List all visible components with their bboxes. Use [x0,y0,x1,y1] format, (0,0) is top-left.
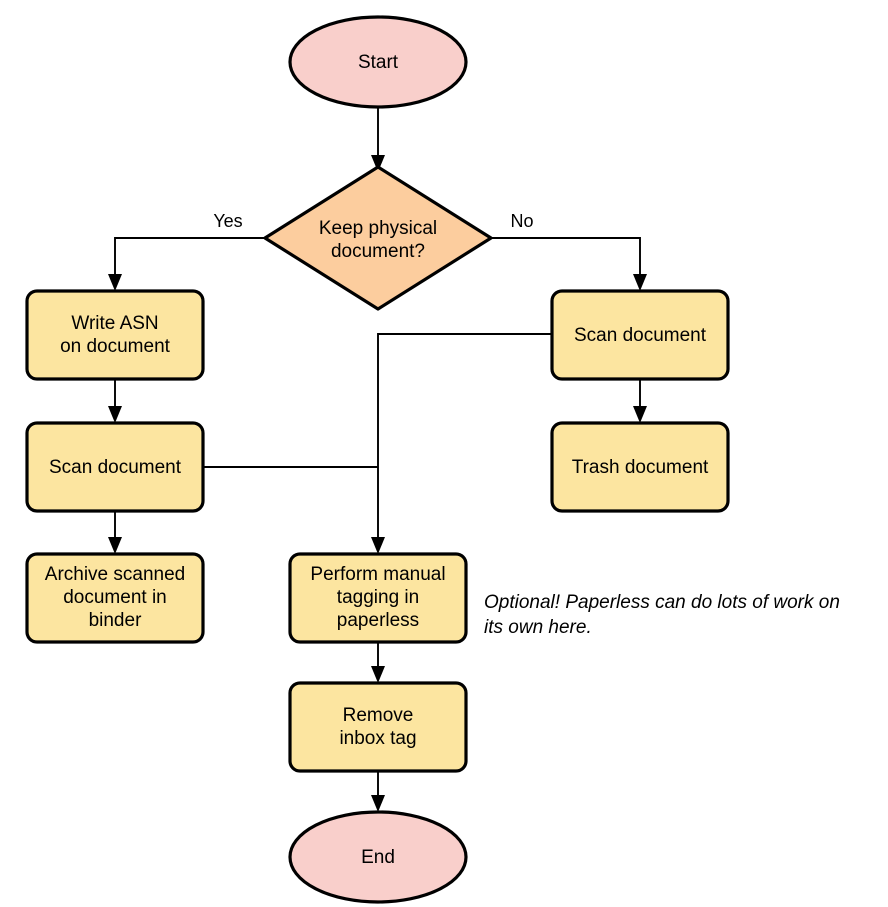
node-scan-document-left[interactable]: Scan document [25,421,205,513]
node-tagging-label-line3: paperless [337,610,419,631]
node-archive-scanned-document-in-binder-shape[interactable] [25,552,205,644]
node-remove-inbox-tag[interactable]: Remove inbox tag [288,681,468,773]
edge-label-no: No [510,211,533,231]
node-end-label: End [361,847,395,868]
node-start-label: Start [358,52,399,73]
edge-line [377,333,552,542]
node-scan-document-left-label: Scan document [49,457,182,478]
arrowhead-icon [633,406,647,423]
node-keep-physical-document-shape[interactable] [263,165,493,311]
edge-write-asn-to-scan-left [108,379,122,423]
optional-note-line1: Optional! Paperless can do lots of work … [484,592,840,613]
node-tagging-label-line2: tagging in [337,587,419,608]
edge-scan-right-to-tagging [371,333,552,554]
node-scan-document-right-label: Scan document [574,325,707,346]
node-archive-scanned-document-in-binder[interactable]: Archive scanned document in binder [25,552,205,644]
node-end-shape[interactable] [288,810,468,904]
annotation-optional-note: Optional! Paperless can do lots of work … [484,592,840,638]
node-trash-document-shape[interactable] [550,421,730,513]
node-archive-label-line1: Archive scanned [45,564,185,585]
edge-line [491,237,641,279]
node-remove-inbox-tag-label-line1: Remove [343,705,414,726]
edge-line [114,237,265,279]
edge-remove-inbox-to-end [371,771,385,812]
node-perform-manual-tagging-in-paperless[interactable]: Perform manual tagging in paperless [288,552,468,644]
node-archive-label-line2: document in [63,587,167,608]
node-scan-document-right[interactable]: Scan document [550,289,730,381]
node-remove-inbox-tag-shape[interactable] [288,681,468,773]
node-write-asn-on-document-label-line1: Write ASN [71,313,158,334]
node-archive-label-line3: binder [89,610,142,631]
edge-scan-right-to-trash [633,379,647,423]
node-remove-inbox-tag-label-line2: inbox tag [339,728,416,749]
arrowhead-icon [108,274,122,291]
node-tagging-label-line1: Perform manual [310,564,445,585]
edge-decision-to-scan-right [491,237,647,291]
node-trash-document-label: Trash document [572,457,709,478]
node-write-asn-on-document-label-line2: on document [60,336,171,357]
node-trash-document[interactable]: Trash document [550,421,730,513]
edge-tagging-to-remove-inbox [371,642,385,683]
node-start[interactable]: Start [288,15,468,109]
node-keep-physical-document-label-line2: document? [331,241,425,262]
optional-note-line2: its own here. [484,617,592,638]
node-end[interactable]: End [288,810,468,904]
node-perform-manual-tagging-shape[interactable] [288,552,468,644]
node-write-asn-on-document[interactable]: Write ASN on document [25,289,205,381]
edge-scan-left-to-archive [108,511,122,554]
edge-start-to-decision [371,107,385,172]
edge-decision-to-write-asn [108,237,265,291]
arrowhead-icon [633,274,647,291]
node-keep-physical-document[interactable]: Keep physical document? [263,165,493,311]
arrowhead-icon [108,406,122,423]
arrowhead-icon [371,666,385,683]
edge-label-yes: Yes [213,211,242,231]
node-scan-document-left-shape[interactable] [25,421,205,513]
node-write-asn-on-document-shape[interactable] [25,289,205,381]
node-scan-document-right-shape[interactable] [550,289,730,381]
arrowhead-icon [108,537,122,554]
arrowhead-icon [371,155,385,172]
node-keep-physical-document-label-line1: Keep physical [319,218,437,239]
arrowhead-icon [371,795,385,812]
node-start-shape[interactable] [288,15,468,109]
arrowhead-icon [371,537,385,554]
